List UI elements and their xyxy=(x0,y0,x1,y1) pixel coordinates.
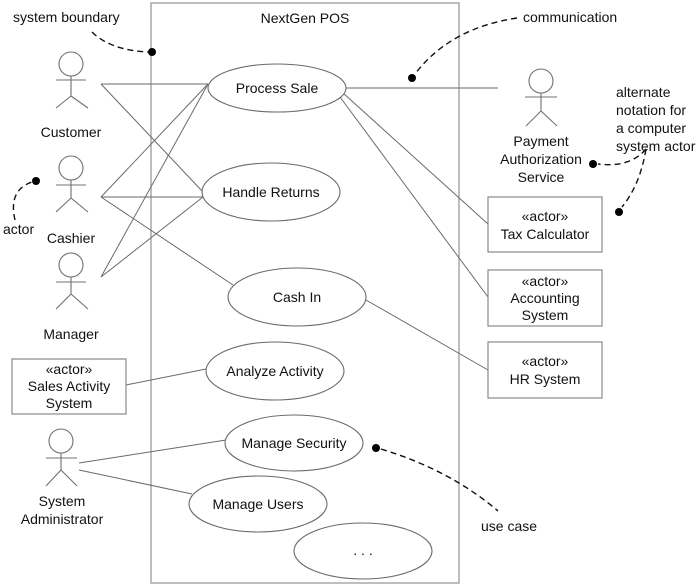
assoc-admin-manage-security[interactable] xyxy=(78,439,227,464)
actor-label: Cashier xyxy=(47,230,96,246)
pointer-dot-icon xyxy=(372,444,380,452)
use-case-label: Handle Returns xyxy=(222,184,319,200)
pointer-dot-icon xyxy=(589,160,597,168)
assoc-process-sale-accounting[interactable] xyxy=(339,96,489,298)
use-case-label: Analyze Activity xyxy=(226,363,323,379)
use-case-cash-in[interactable]: Cash In xyxy=(227,267,367,327)
use-case-analyze-activity[interactable]: Analyze Activity xyxy=(205,341,345,401)
actor-label-line: Service xyxy=(518,169,565,185)
use-case-label: Manage Security xyxy=(241,435,346,451)
assoc-process-sale-tax[interactable] xyxy=(342,92,489,225)
dashed-pointer xyxy=(597,148,647,166)
stereotype-label: «actor» xyxy=(522,273,569,289)
use-case-manage-users[interactable]: Manage Users xyxy=(188,475,328,533)
actor-accounting-system[interactable]: «actor» Accounting System xyxy=(487,269,603,327)
assoc-sales-activity-analyze[interactable] xyxy=(125,368,207,386)
annotation-label: actor xyxy=(3,221,34,237)
use-case-manage-security[interactable]: Manage Security xyxy=(224,414,364,472)
actor-tax-calculator[interactable]: «actor» Tax Calculator xyxy=(487,196,603,253)
actor-label-line: System xyxy=(39,493,86,509)
stick-figure-icon xyxy=(45,428,78,487)
actor-label-line: Accounting xyxy=(510,290,579,306)
actor-label-line: Authorization xyxy=(500,151,582,167)
assoc-cash-in-hr[interactable] xyxy=(365,299,489,371)
pointer-dot-icon xyxy=(148,48,156,56)
stick-figure-icon xyxy=(525,68,558,127)
annotation-label-line: alternate xyxy=(616,84,671,100)
dashed-pointer xyxy=(414,17,518,75)
dashed-pointer xyxy=(12,181,33,221)
annotation-label: use case xyxy=(481,518,537,534)
pointer-dot-icon xyxy=(615,208,623,216)
annotation-actor: actor xyxy=(3,177,40,237)
stereotype-label: «actor» xyxy=(46,361,93,377)
actor-label-line: Tax Calculator xyxy=(501,226,590,242)
actor-hr-system[interactable]: «actor» HR System xyxy=(487,341,603,399)
dashed-pointer xyxy=(380,448,499,512)
actor-sales-activity-system[interactable]: «actor» Sales Activity System xyxy=(11,358,127,415)
assoc-customer-handle-returns[interactable] xyxy=(100,83,204,193)
actor-payment-authorization-service[interactable]: Payment Authorization Service xyxy=(500,68,582,185)
annotation-system-boundary: system boundary xyxy=(13,9,156,56)
actor-label-line: System xyxy=(522,307,569,323)
stick-figure-icon xyxy=(55,155,89,213)
actor-label-line: Sales Activity xyxy=(28,378,110,394)
actor-manager[interactable]: Manager xyxy=(43,252,99,342)
annotation-label-line: system actor xyxy=(616,138,696,154)
actor-label-line: Administrator xyxy=(21,511,104,527)
annotation-label-line: a computer xyxy=(616,120,686,136)
annotation-label-line: notation for xyxy=(616,102,686,118)
annotation-label: communication xyxy=(523,9,617,25)
actor-label: Customer xyxy=(41,124,102,140)
assoc-cashier-process-sale[interactable] xyxy=(100,83,209,198)
annotation-use-case: use case xyxy=(372,444,537,534)
stereotype-label: «actor» xyxy=(522,353,569,369)
use-case-more[interactable]: . . . xyxy=(293,522,433,580)
assoc-manager-handle-returns[interactable] xyxy=(100,196,204,278)
associations xyxy=(78,83,498,495)
actor-cashier[interactable]: Cashier xyxy=(47,155,96,246)
use-case-label: Process Sale xyxy=(236,80,319,96)
actor-label: Manager xyxy=(43,326,99,342)
actor-label-line: HR System xyxy=(510,371,581,387)
stick-figure-icon xyxy=(55,51,89,109)
dashed-pointer xyxy=(621,148,647,208)
assoc-manager-process-sale[interactable] xyxy=(100,83,209,278)
actor-label-line: Payment xyxy=(513,133,568,149)
system-title: NextGen POS xyxy=(261,10,350,26)
annotation-alternate-notation: alternate notation for a computer system… xyxy=(589,84,696,216)
stereotype-label: «actor» xyxy=(522,208,569,224)
pointer-dot-icon xyxy=(32,177,40,185)
use-case-label: Manage Users xyxy=(212,496,303,512)
use-case-label: . . . xyxy=(353,542,372,558)
pointer-dot-icon xyxy=(408,74,416,82)
use-case-label: Cash In xyxy=(273,289,321,305)
actor-system-administrator[interactable]: System Administrator xyxy=(21,428,104,527)
use-case-process-sale[interactable]: Process Sale xyxy=(207,63,347,113)
actor-customer[interactable]: Customer xyxy=(41,51,102,140)
dashed-pointer xyxy=(91,31,149,53)
annotation-label: system boundary xyxy=(13,9,120,25)
annotation-communication: communication xyxy=(408,9,617,82)
stick-figure-icon xyxy=(55,252,89,310)
use-case-handle-returns[interactable]: Handle Returns xyxy=(201,162,341,222)
assoc-admin-manage-users[interactable] xyxy=(78,469,193,495)
assoc-cashier-cash-in[interactable] xyxy=(100,196,234,286)
actor-label-line: System xyxy=(46,395,93,411)
